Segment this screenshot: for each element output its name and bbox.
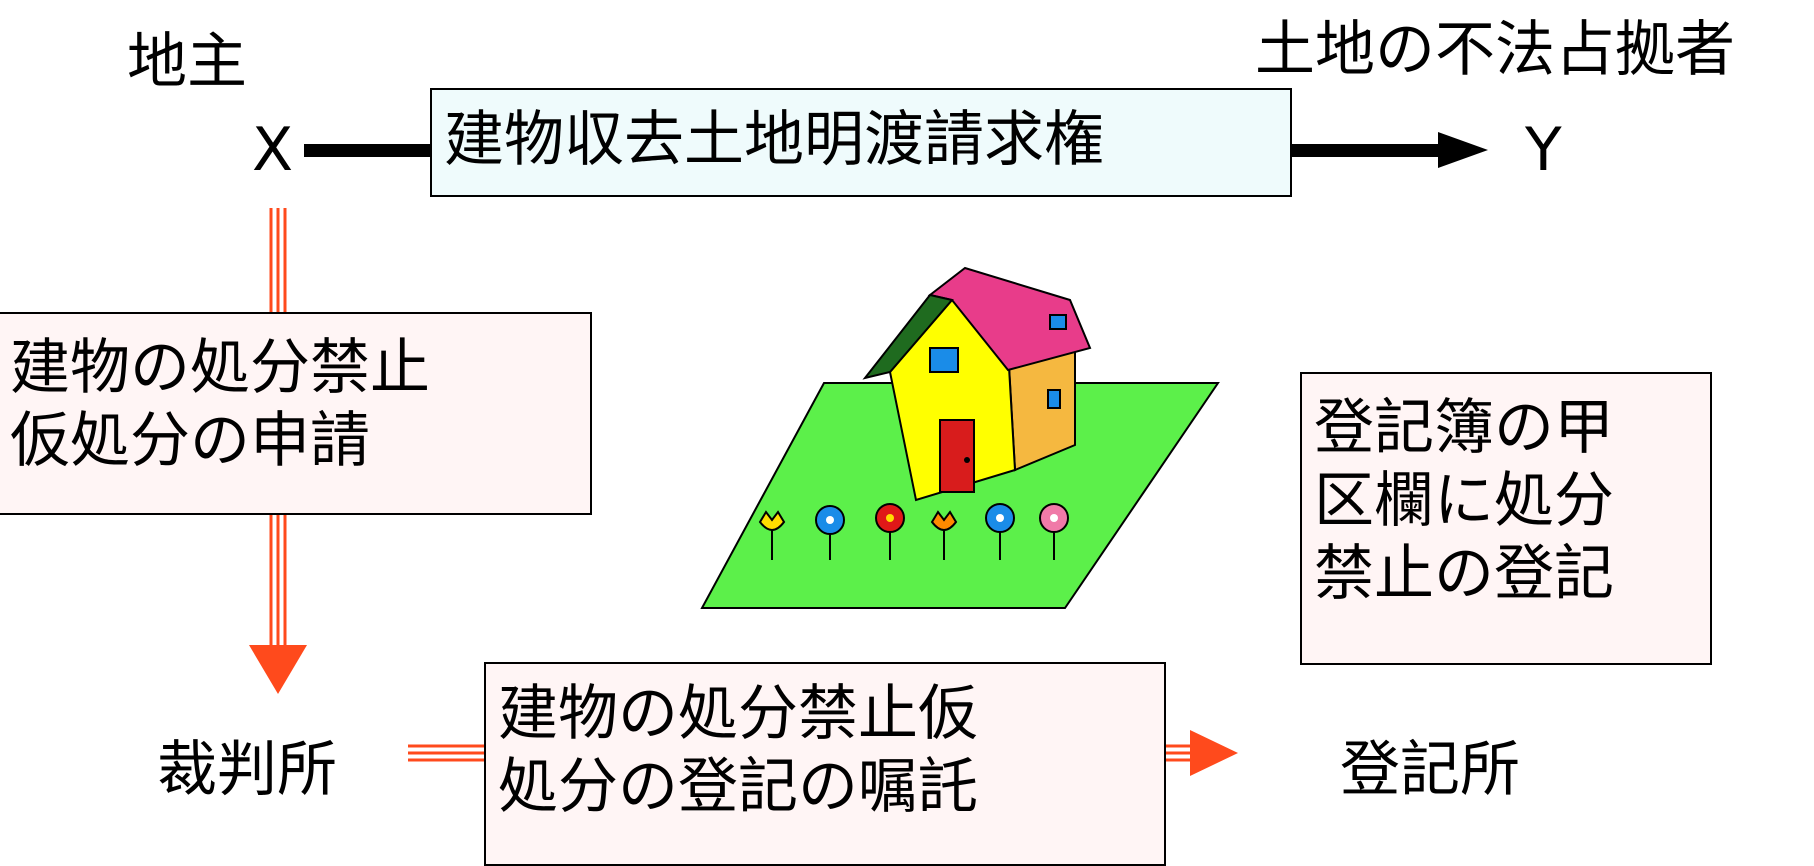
registration-box: 登記簿の甲 区欄に処分 禁止の登記 (1300, 372, 1712, 665)
flower-blue-2 (985, 503, 1015, 560)
commission-arrow-shaft-right (1166, 744, 1190, 762)
commission-line-2: 処分の登記の嘱託 (498, 752, 978, 823)
occupier-label: 土地の不法占拠者 (1255, 15, 1735, 85)
application-arrow-shaft-top (269, 208, 287, 312)
landowner-label: 地主 (127, 27, 247, 97)
registration-line-2: 区欄に処分 (1314, 466, 1614, 537)
party-y-label: Y (1525, 115, 1562, 185)
claim-arrow-shaft-left (304, 144, 430, 157)
house-illustration (700, 266, 1220, 609)
flower-pink-1 (1039, 503, 1069, 560)
commission-arrow-head (1190, 730, 1238, 776)
application-line-1: 建物の処分禁止 (10, 333, 430, 403)
door-knob (964, 457, 970, 463)
door (939, 419, 975, 493)
application-arrow-shaft-bottom (269, 515, 287, 645)
flower-blue-1 (815, 505, 845, 560)
flower-red-1 (875, 503, 905, 560)
court-label: 裁判所 (157, 735, 337, 805)
party-x-label: X (252, 115, 294, 185)
registration-line-3: 禁止の登記 (1314, 539, 1614, 610)
claim-arrow-head (1438, 132, 1488, 168)
commission-line-1: 建物の処分禁止仮 (498, 679, 978, 749)
application-box: 建物の処分禁止 仮処分の申請 (0, 312, 592, 515)
flower-yellow-1 (758, 510, 786, 560)
side-window (1047, 389, 1061, 409)
front-window (929, 347, 959, 373)
claim-text: 建物収去土地明渡請求権 (444, 105, 1104, 175)
flower-orange-1 (930, 510, 958, 560)
commission-arrow-shaft-left (408, 744, 484, 762)
application-arrow-head (249, 645, 307, 694)
application-line-2: 仮処分の申請 (10, 406, 370, 477)
claim-box: 建物収去土地明渡請求権 (430, 88, 1292, 197)
claim-arrow-shaft-right (1290, 144, 1440, 157)
commission-box: 建物の処分禁止仮 処分の登記の嘱託 (484, 662, 1166, 866)
house-roof-left (862, 293, 954, 380)
flower-row (758, 503, 1069, 560)
registry-label: 登記所 (1340, 735, 1520, 805)
registration-line-1: 登記簿の甲 (1314, 393, 1614, 463)
chimney (1049, 314, 1067, 330)
